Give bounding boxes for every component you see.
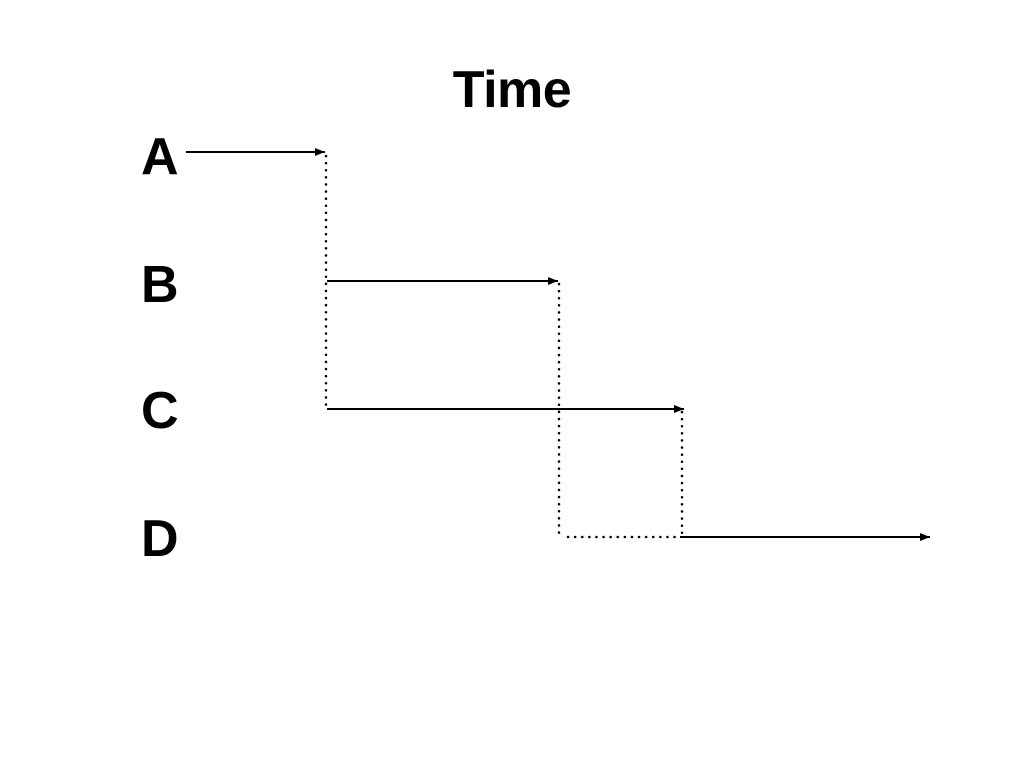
row-label-d: D (141, 510, 179, 568)
row-label-b: B (141, 256, 179, 314)
diagram-title: Time (452, 61, 572, 119)
row-label-c: C (141, 382, 179, 440)
row-label-a: A (141, 128, 179, 186)
